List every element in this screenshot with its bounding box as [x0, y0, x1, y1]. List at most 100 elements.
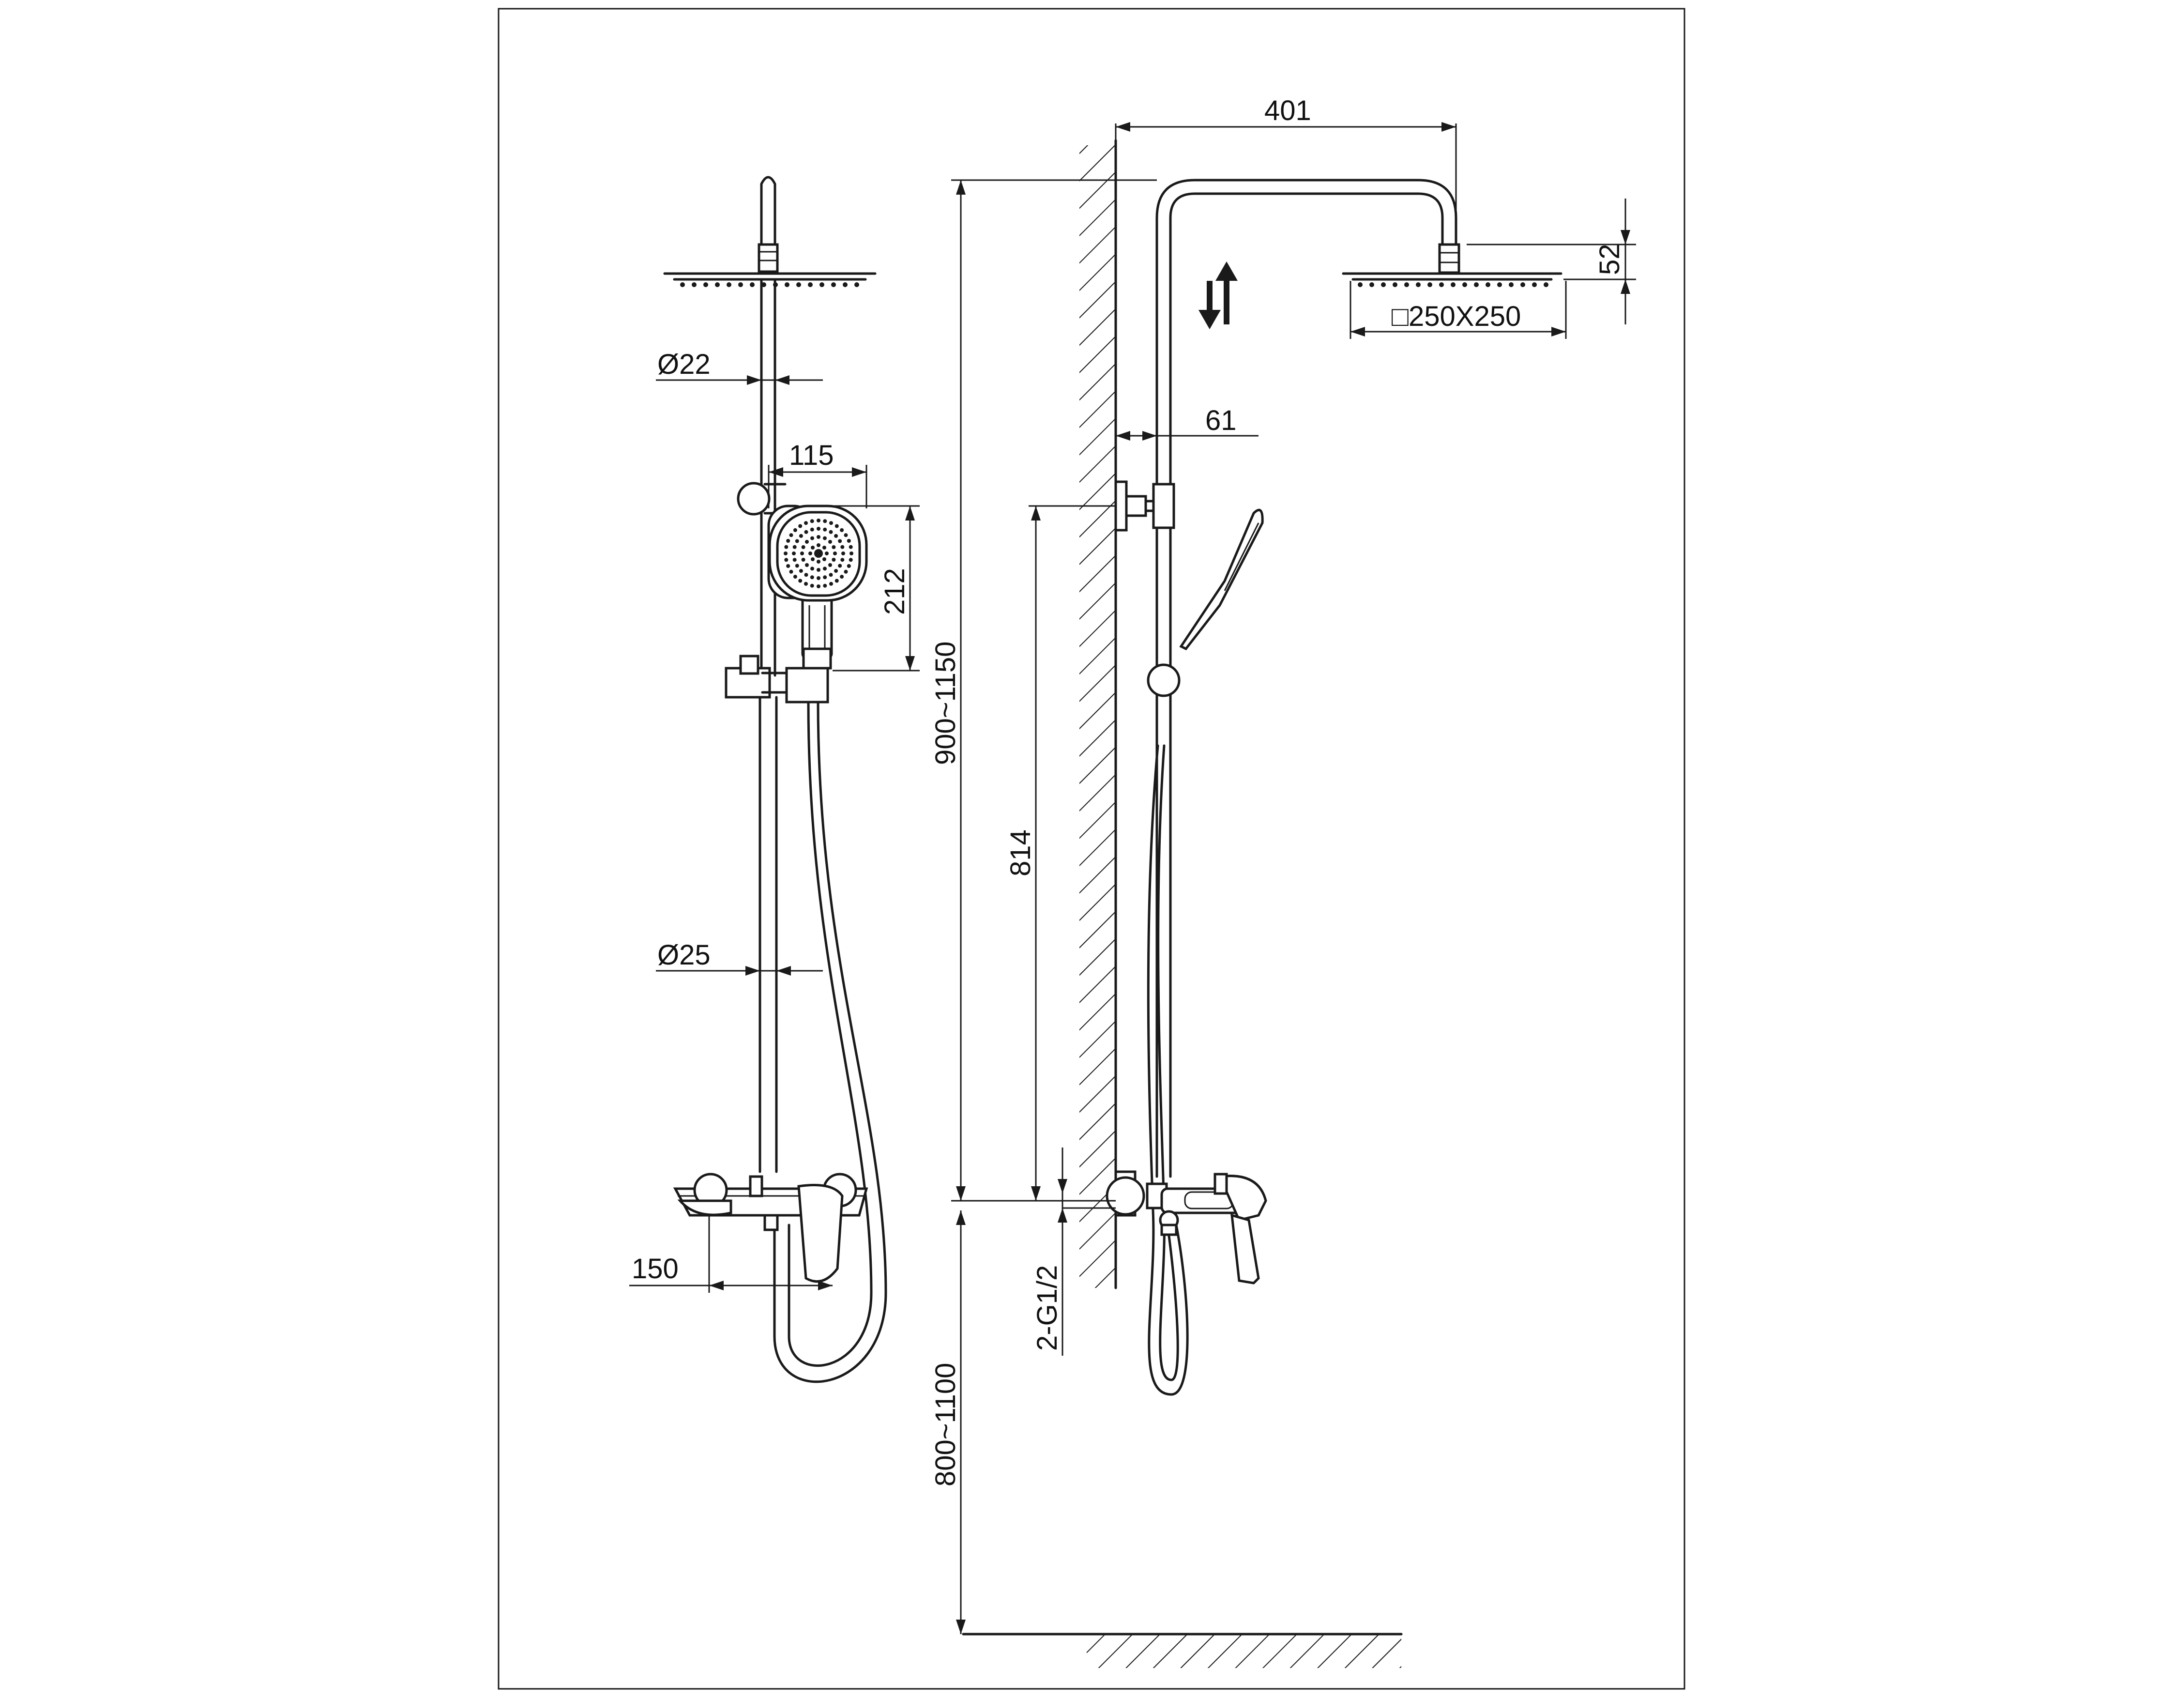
nozzle-dot — [811, 557, 815, 561]
front-mixer-valve — [673, 1173, 868, 1283]
nozzle-dot — [810, 566, 814, 571]
nozzle-dot — [798, 579, 803, 583]
nozzle-dot — [784, 558, 789, 562]
nozzle-dot — [822, 546, 826, 550]
nozzle-dot — [1393, 282, 1397, 287]
nozzle-dot — [727, 282, 731, 287]
nozzle-dot — [817, 535, 820, 539]
nozzle-dot — [834, 524, 839, 528]
nozzle-dot — [823, 536, 827, 540]
nozzle-dot — [795, 539, 799, 543]
dim-head-size: □250X250 — [1392, 301, 1521, 332]
nozzle-dot — [784, 545, 789, 549]
nozzle-dot — [1369, 282, 1374, 287]
height-adjust-arrows-icon — [1198, 261, 1238, 329]
nozzle-dot — [792, 558, 797, 562]
front-shower-hose — [773, 701, 887, 1383]
nozzle-dot — [849, 551, 853, 555]
nozzle-dot — [1381, 282, 1386, 287]
nozzle-dot — [817, 519, 820, 522]
nozzle-dot — [817, 576, 820, 580]
nozzle-dot — [838, 564, 842, 568]
nozzle-dot — [1497, 282, 1502, 287]
dim-hand-shower-width: 115 — [789, 440, 834, 471]
dim-arm-length: 401 — [1264, 95, 1311, 126]
nozzle-dot — [832, 558, 836, 562]
dim-spout-length: 150 — [632, 1253, 679, 1285]
nozzle-dot — [792, 551, 796, 555]
nozzle-dot — [831, 282, 836, 287]
nozzle-dot — [793, 575, 797, 579]
nozzle-dot — [828, 540, 832, 544]
nozzle-dot — [834, 534, 838, 538]
dim-rail-height: 900~1150 — [930, 642, 961, 765]
nozzle-dot — [811, 546, 815, 550]
dim-hand-shower-height: 212 — [879, 568, 910, 615]
nozzle-center — [814, 549, 823, 558]
dim-valve-height: 800~1100 — [930, 1363, 961, 1486]
nozzle-dot — [840, 545, 845, 549]
nozzle-dot — [829, 521, 833, 525]
wall-hatch — [1079, 145, 1116, 1288]
nozzle-dot — [795, 564, 799, 568]
nozzle-dot — [817, 568, 820, 572]
dim-upper-pipe-diameter: Ø22 — [657, 349, 711, 380]
nozzle-dot — [817, 584, 820, 588]
nozzle-dot — [838, 539, 842, 543]
dim-lower-pipe-diameter: Ø25 — [657, 939, 711, 971]
nozzle-dot — [834, 569, 838, 573]
nozzle-dot — [808, 282, 813, 287]
front-upper-pipe — [760, 176, 776, 246]
dim-bracket-to-valve: 814 — [1005, 829, 1036, 876]
nozzle-dot — [785, 282, 789, 287]
nozzle-dot — [823, 583, 827, 588]
nozzle-dot — [1416, 282, 1421, 287]
side-overhead-arm — [1155, 179, 1457, 486]
nozzle-dot — [738, 282, 743, 287]
nozzle-dot — [804, 573, 808, 577]
nozzle-dot — [784, 551, 788, 555]
nozzle-dot — [798, 524, 803, 528]
nozzle-dot — [1358, 282, 1363, 287]
nozzle-dot — [840, 575, 844, 579]
nozzle-dot — [750, 282, 755, 287]
front-view — [663, 176, 887, 1383]
nozzle-dot — [715, 282, 720, 287]
nozzle-dot — [1520, 282, 1525, 287]
nozzle-dot — [1427, 282, 1432, 287]
side-shower-hose — [1147, 744, 1189, 1396]
side-view — [962, 139, 1562, 1668]
nozzle-dot — [847, 564, 851, 568]
front-hand-shower — [767, 505, 868, 670]
nozzle-dot — [808, 551, 812, 555]
nozzle-dot — [801, 545, 805, 549]
drawing-frame — [498, 8, 1685, 1690]
nozzle-dot — [800, 551, 804, 555]
nozzle-dot — [810, 536, 814, 540]
nozzle-dot — [692, 282, 697, 287]
nozzle-dot — [789, 569, 793, 574]
nozzle-dot — [810, 519, 814, 523]
nozzle-dot — [847, 539, 851, 543]
nozzle-dot — [799, 534, 803, 538]
side-rain-head — [1342, 243, 1562, 287]
dim-head-height: 52 — [1594, 244, 1625, 275]
nozzle-dot — [1532, 282, 1537, 287]
nozzle-dot — [823, 519, 827, 523]
nozzle-dot — [849, 545, 853, 549]
front-upper-wall-bracket — [737, 482, 771, 516]
nozzle-dot — [805, 563, 809, 567]
side-upper-wall-bracket — [1114, 480, 1175, 532]
dim-wall-offset: 61 — [1205, 405, 1237, 436]
nozzle-dot — [829, 582, 833, 586]
side-view-dimensions: 401 52 □250X250 61 900~1150 814 — [930, 95, 1636, 1634]
nozzle-dot — [703, 282, 708, 287]
nozzle-dot — [792, 545, 797, 549]
nozzle-dot — [804, 521, 808, 525]
front-rain-head — [663, 243, 877, 287]
nozzle-dot — [834, 579, 839, 583]
nozzle-dot — [1509, 282, 1514, 287]
nozzle-dot — [854, 282, 859, 287]
nozzle-dot — [817, 527, 820, 531]
floor-hatch — [1087, 1634, 1401, 1668]
